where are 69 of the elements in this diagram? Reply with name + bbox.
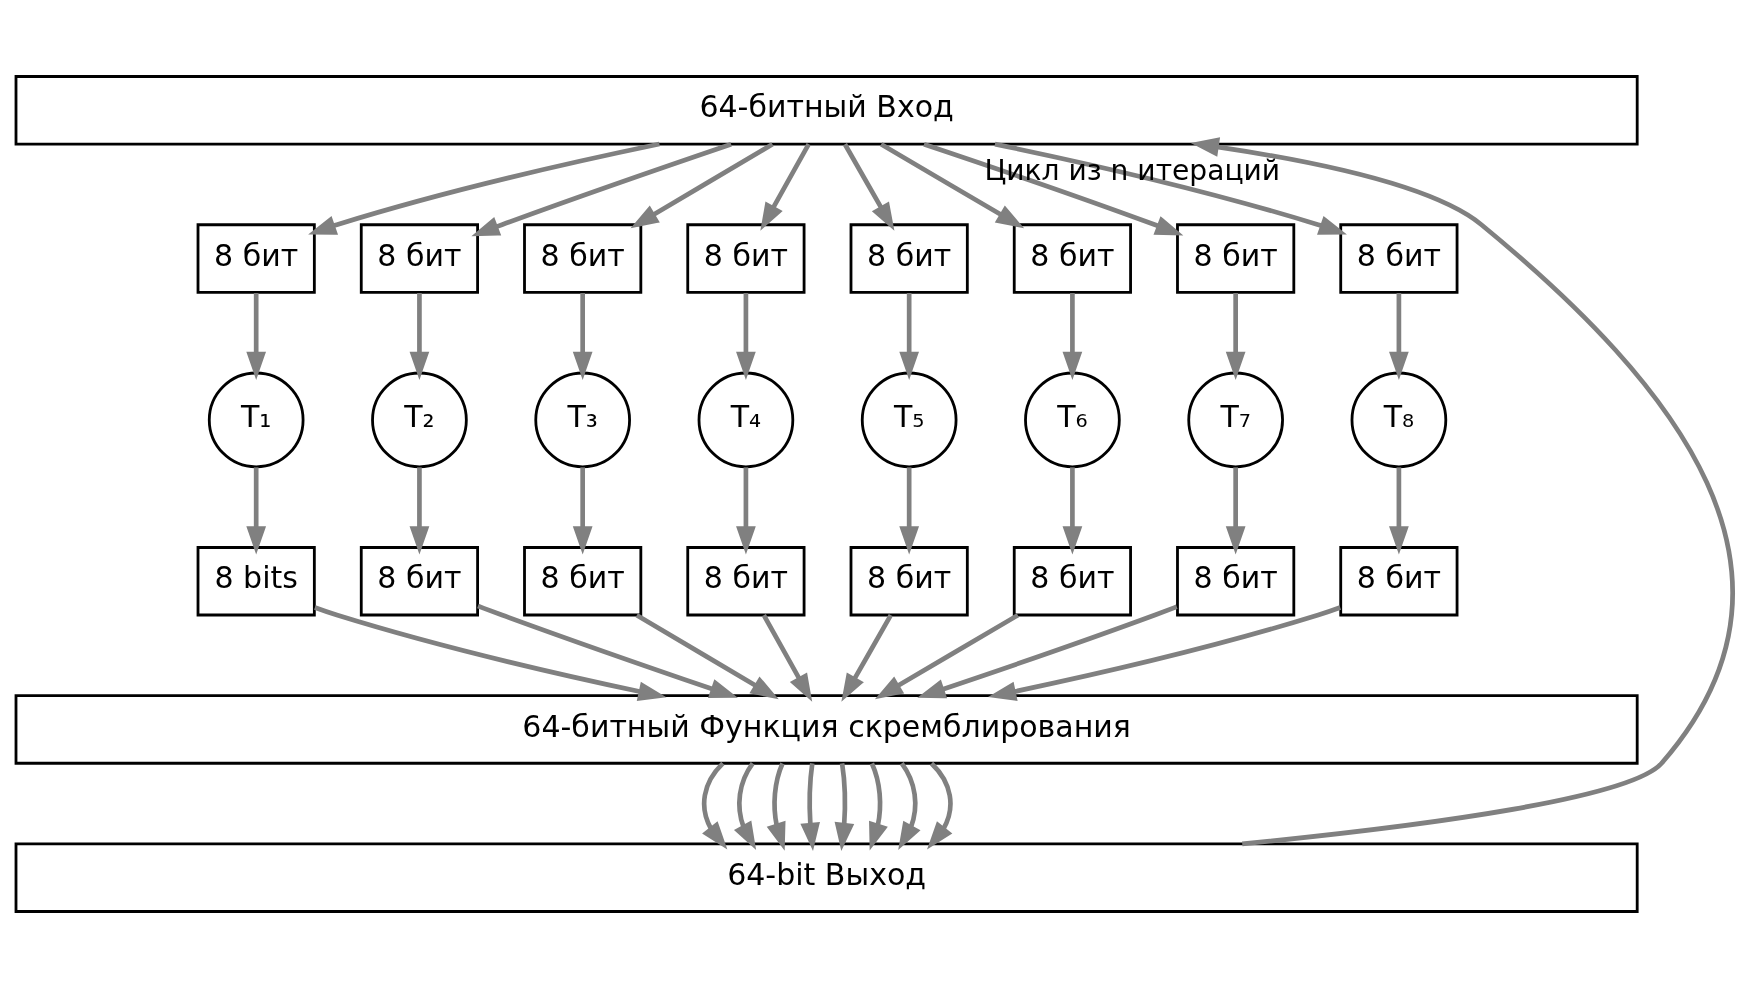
arrow <box>1062 467 1083 555</box>
arrow <box>736 293 756 380</box>
node-circle: T₁ <box>207 371 305 469</box>
arrow <box>994 141 1347 235</box>
node-box: 8 бит <box>1339 223 1459 294</box>
node-circle: T₈ <box>1350 371 1448 469</box>
arrow <box>874 613 1020 700</box>
arrow <box>923 142 1184 236</box>
arrow <box>760 143 811 231</box>
arrow <box>1389 293 1409 380</box>
arrow <box>927 761 953 850</box>
node-box: 8 бит <box>849 546 969 617</box>
node-box: 8 бит <box>849 223 969 294</box>
arrow <box>988 605 1341 701</box>
arrow <box>899 293 920 380</box>
arrow <box>899 467 920 555</box>
arrow <box>1062 293 1083 380</box>
arrow <box>572 293 593 380</box>
node-circle: T₆ <box>1024 371 1121 469</box>
node-circle: T₃ <box>534 371 631 469</box>
arrow <box>409 467 430 555</box>
node-box: 8 бит <box>523 546 643 617</box>
arrow <box>800 763 820 851</box>
node-circle: T₄ <box>697 371 795 469</box>
arrow <box>572 467 593 555</box>
node-box: 8 бит <box>1176 546 1296 617</box>
arrow <box>917 604 1178 699</box>
arrow <box>635 613 779 700</box>
arrow <box>471 142 732 237</box>
node-box: 8 бит <box>686 546 806 617</box>
arrow <box>733 762 757 851</box>
arrow <box>246 293 267 380</box>
arrow <box>834 763 855 851</box>
node-box: 8 бит <box>1012 223 1132 294</box>
node-box: 8 бит <box>196 223 316 294</box>
node-circle: T₂ <box>371 371 468 469</box>
node-circle: T₇ <box>1187 371 1284 469</box>
arrow <box>701 761 728 850</box>
node-box: 8 bits <box>196 546 316 617</box>
node-box: 64-bit Выход <box>14 842 1639 913</box>
node-box: 8 бит <box>359 223 479 294</box>
node-box: 64-битный Функция скремблирования <box>14 694 1639 765</box>
arrow <box>409 293 430 380</box>
node-box: 8 бит <box>1339 546 1459 617</box>
arrow <box>842 143 895 231</box>
arrow <box>1190 137 1735 847</box>
arrow <box>308 141 660 235</box>
arrow <box>1225 293 1246 380</box>
arrow <box>246 467 267 555</box>
node-box: 64-битный Вход <box>14 75 1639 146</box>
arrow <box>879 142 1025 229</box>
arrow <box>1225 467 1246 555</box>
arrow <box>869 762 888 851</box>
node-box: 8 бит <box>523 223 643 294</box>
arrow <box>314 605 667 702</box>
node-box: 8 бит <box>359 546 479 617</box>
arrow <box>766 762 786 851</box>
node-circle: T₅ <box>860 371 958 469</box>
arrow <box>898 762 921 851</box>
node-box: 8 бит <box>1012 546 1132 617</box>
node-box: 8 бит <box>686 223 806 294</box>
edge-label: Цикл из n итераций <box>984 154 1281 188</box>
arrow <box>841 614 893 702</box>
arrow <box>1389 467 1409 555</box>
node-box: 8 бит <box>1176 223 1296 294</box>
arrow <box>630 142 774 229</box>
arrow <box>736 467 756 555</box>
arrow <box>477 603 738 698</box>
arrow <box>761 614 813 702</box>
